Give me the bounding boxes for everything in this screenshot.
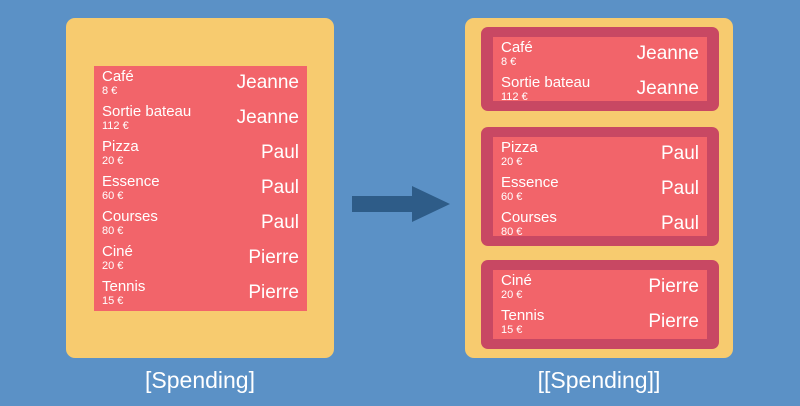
item-price: 80 €: [501, 226, 523, 238]
item-person: Paul: [660, 178, 699, 199]
flat-list-panel: Café 8 € Jeanne Sortie bateau 112 € Jean…: [94, 66, 307, 311]
item-person: Pierre: [248, 282, 299, 303]
item-name: Tennis: [102, 278, 146, 295]
item-name: Ciné: [501, 272, 532, 289]
group-panel: Pizza 20 € Paul Essence 60 € Paul Course…: [493, 137, 707, 238]
item-name: Ciné: [102, 243, 133, 260]
item-price: 20 €: [102, 260, 124, 272]
item-price: 20 €: [501, 289, 523, 301]
item-price: 8 €: [501, 56, 517, 68]
item-price: 15 €: [501, 324, 523, 336]
flat-list-caption: [Spending]: [145, 367, 255, 393]
right-arrow-icon: [352, 186, 450, 222]
spending-item: Tennis 15 € Pierre: [94, 276, 307, 311]
item-person: Paul: [660, 143, 699, 164]
person-group: Ciné 20 € Pierre Tennis 15 € Pierre: [481, 260, 719, 349]
spending-item: Ciné 20 € Pierre: [493, 270, 707, 305]
item-person: Paul: [260, 212, 299, 233]
person-group: Pizza 20 € Paul Essence 60 € Paul Course…: [481, 127, 719, 246]
item-person: Paul: [660, 213, 699, 234]
item-price: 20 €: [102, 155, 124, 167]
item-name: Café: [102, 68, 134, 85]
item-person: Paul: [260, 177, 299, 198]
item-name: Courses: [102, 208, 158, 225]
grouped-list-caption: [[Spending]]: [537, 367, 661, 393]
spending-item: Courses 80 € Paul: [493, 207, 707, 242]
item-person: Jeanne: [636, 43, 699, 64]
item-person: Jeanne: [236, 107, 299, 128]
item-person: Jeanne: [236, 72, 299, 93]
spending-item: Tennis 15 € Pierre: [493, 305, 707, 340]
item-name: Pizza: [102, 138, 139, 155]
spending-item: Courses 80 € Paul: [94, 206, 307, 241]
item-person: Jeanne: [636, 78, 699, 99]
spending-item: Essence 60 € Paul: [493, 172, 707, 207]
spending-item: Ciné 20 € Pierre: [94, 241, 307, 276]
item-price: 8 €: [102, 85, 118, 97]
spending-item: Café 8 € Jeanne: [94, 66, 307, 101]
item-person: Pierre: [648, 276, 699, 297]
item-person: Paul: [260, 142, 299, 163]
spending-item: Café 8 € Jeanne: [493, 37, 707, 72]
item-name: Tennis: [501, 307, 545, 324]
item-name: Essence: [501, 174, 559, 191]
group-panel: Café 8 € Jeanne Sortie bateau 112 € Jean…: [493, 37, 707, 103]
item-name: Courses: [501, 209, 557, 226]
item-price: 112 €: [102, 120, 129, 132]
item-price: 112 €: [501, 91, 528, 103]
spending-item: Essence 60 € Paul: [94, 171, 307, 206]
item-price: 60 €: [501, 191, 523, 203]
item-person: Pierre: [248, 247, 299, 268]
person-group: Café 8 € Jeanne Sortie bateau 112 € Jean…: [481, 27, 719, 111]
item-price: 60 €: [102, 190, 124, 202]
item-name: Café: [501, 39, 533, 56]
spending-item: Pizza 20 € Paul: [94, 136, 307, 171]
item-price: 15 €: [102, 295, 124, 307]
spending-item: Pizza 20 € Paul: [493, 137, 707, 172]
spending-item: Sortie bateau 112 € Jeanne: [94, 101, 307, 136]
item-price: 80 €: [102, 225, 124, 237]
item-name: Sortie bateau: [501, 74, 591, 91]
item-name: Sortie bateau: [102, 103, 192, 120]
item-name: Essence: [102, 173, 160, 190]
item-price: 20 €: [501, 156, 523, 168]
group-panel: Ciné 20 € Pierre Tennis 15 € Pierre: [493, 270, 707, 339]
item-name: Pizza: [501, 139, 538, 156]
spending-item: Sortie bateau 112 € Jeanne: [493, 72, 707, 107]
item-person: Pierre: [648, 311, 699, 332]
